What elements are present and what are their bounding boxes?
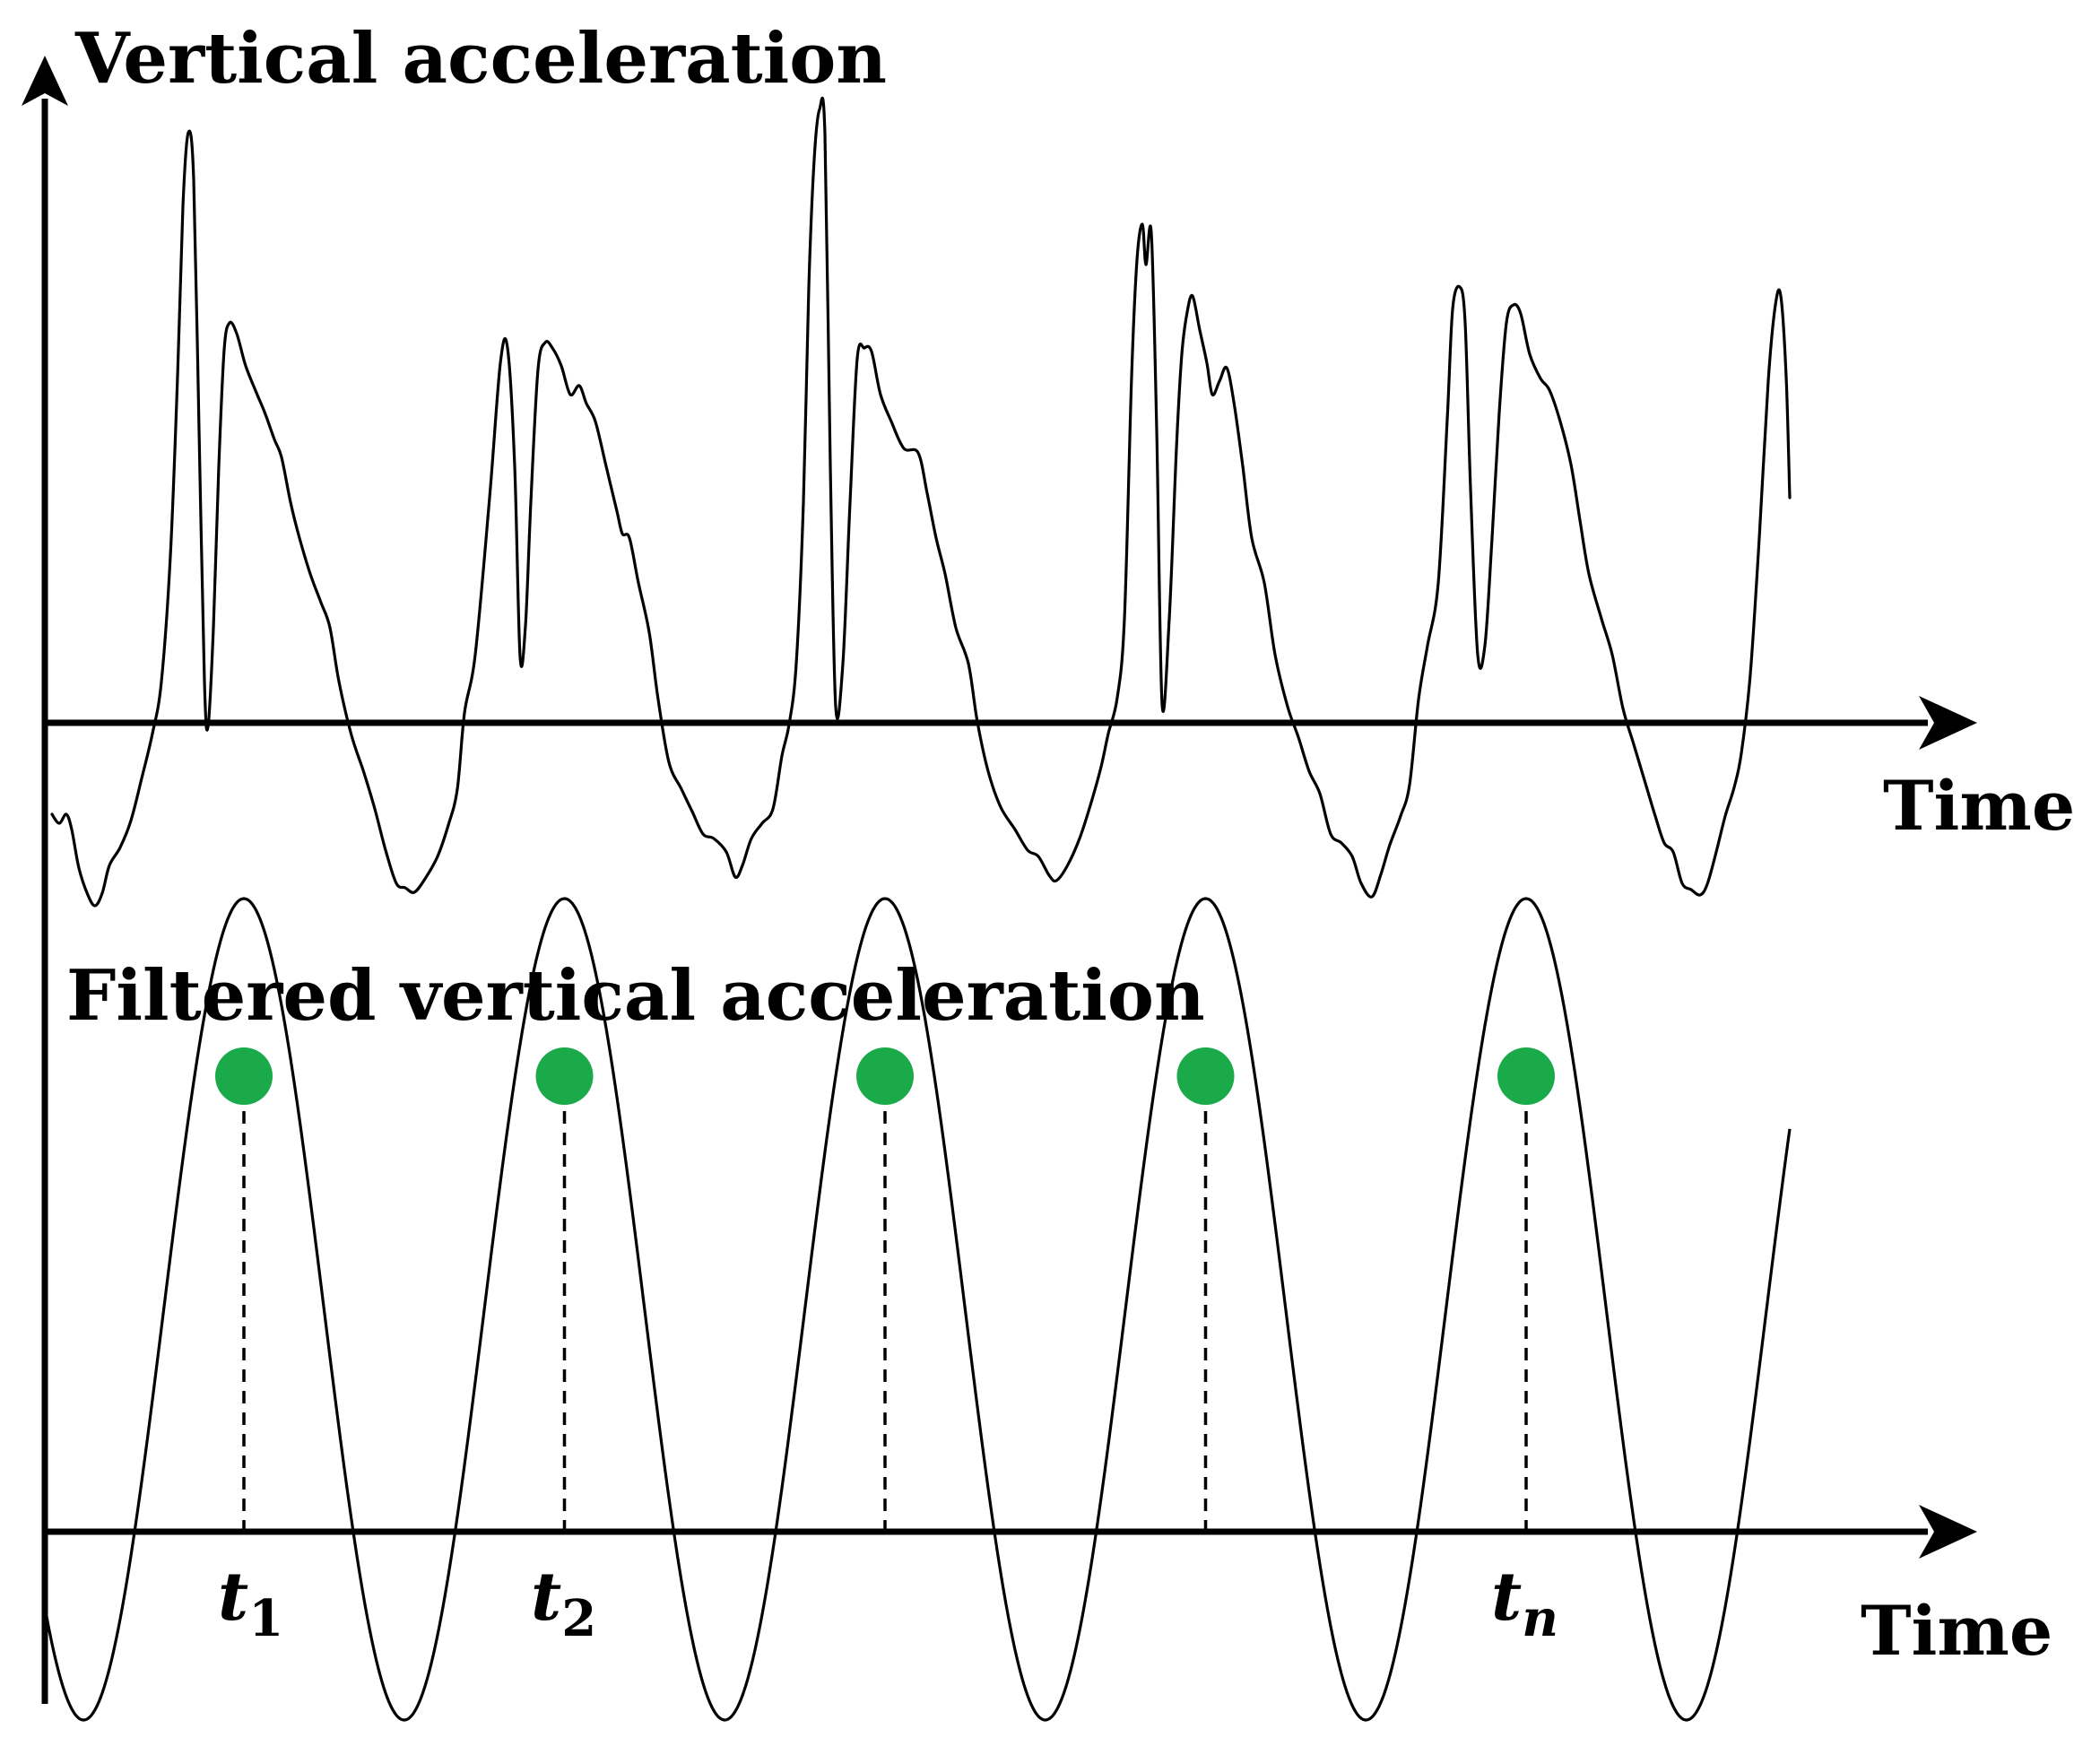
bottom-x-axis-label: Time: [1861, 1591, 2052, 1671]
filtered-acceleration-signal: [43, 897, 1792, 1722]
y-axis: [22, 56, 68, 1704]
peak-label-t2-sub: 2: [561, 1589, 596, 1648]
peak-label-t2: t2: [531, 1559, 596, 1648]
peak-marker: [535, 1047, 594, 1105]
top-panel: Vertical acceleration Time: [45, 18, 2075, 908]
bottom-panel-title: Filtered vertical acceleration: [66, 955, 1205, 1037]
y-axis-arrowhead: [22, 56, 68, 106]
peak-label-tn-sub: n: [1522, 1589, 1558, 1648]
peak-marker: [215, 1047, 273, 1105]
peak-drop-lines: [242, 1090, 1528, 1530]
peak-markers: [215, 1047, 1555, 1105]
peak-label-tn-base: t: [1491, 1559, 1522, 1636]
peak-marker: [1176, 1047, 1235, 1105]
peak-label-tn: tn: [1491, 1559, 1558, 1648]
top-x-axis-label: Time: [1883, 766, 2075, 846]
bottom-x-axis-arrowhead: [1919, 1505, 1977, 1559]
peak-label-t1: t1: [218, 1559, 283, 1648]
peak-marker: [856, 1047, 914, 1105]
peak-marker: [1497, 1047, 1555, 1105]
peak-label-t1-sub: 1: [248, 1589, 283, 1648]
peak-label-t2-base: t: [531, 1559, 561, 1636]
top-x-axis-arrowhead: [1919, 696, 1977, 750]
peak-label-t1-base: t: [218, 1559, 248, 1636]
raw-acceleration-signal: [50, 96, 1792, 908]
bottom-panel: Filtered vertical acceleration Time t1 t…: [43, 897, 2052, 1722]
top-panel-title: Vertical acceleration: [74, 18, 887, 100]
